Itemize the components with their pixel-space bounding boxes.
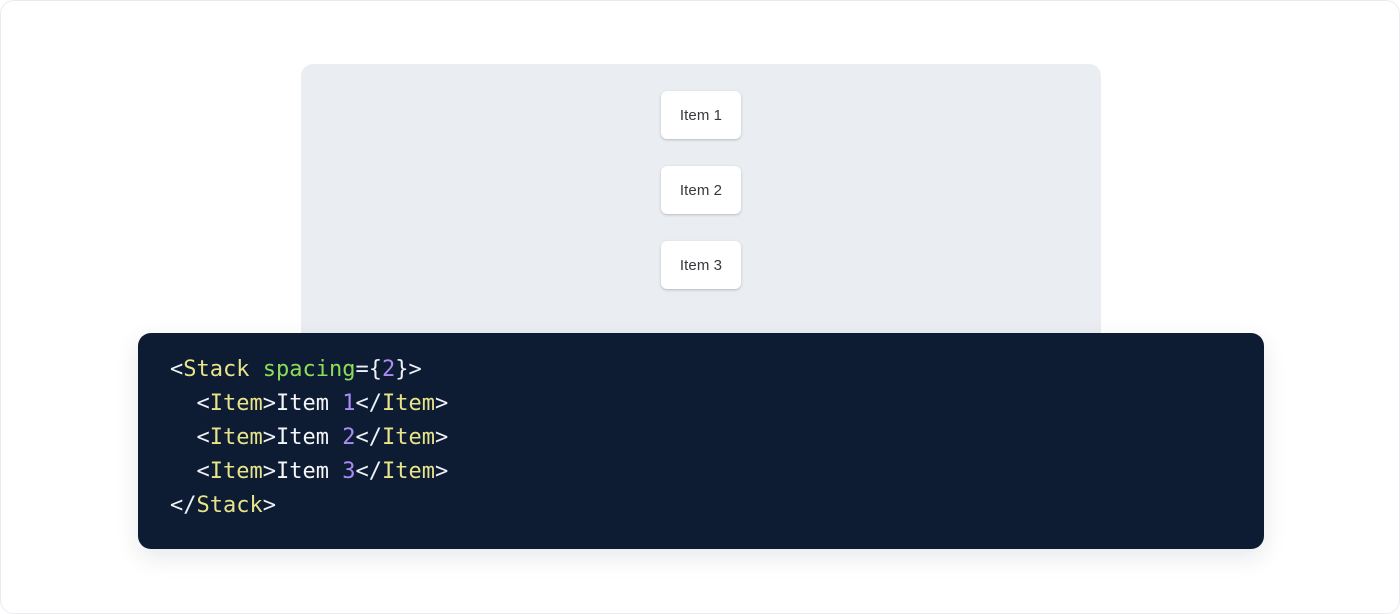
code-token-tag: Item (209, 459, 263, 484)
code-line: <Item>Item 1</Item> (170, 387, 1264, 421)
code-token-num: 3 (342, 459, 356, 484)
code-token-punct: < (196, 425, 210, 450)
code-token-tag: Item (209, 391, 263, 416)
code-token-punct: ={ (355, 357, 382, 382)
code-token-punct: > (262, 391, 276, 416)
code-token-punct: < (196, 459, 210, 484)
code-token-text: Item (275, 391, 343, 416)
code-line: <Item>Item 2</Item> (170, 421, 1264, 455)
code-token-punct: > (262, 425, 276, 450)
code-token-tag: Item (381, 391, 435, 416)
code-indent (170, 425, 197, 450)
code-token-num: 2 (342, 425, 356, 450)
code-token-tag: Item (381, 425, 435, 450)
code-token-text: Item (275, 459, 343, 484)
code-token-punct: < (170, 357, 184, 382)
code-line: <Item>Item 3</Item> (170, 455, 1264, 489)
code-indent (170, 459, 197, 484)
code-token-tag: Item (209, 425, 263, 450)
code-token-text: Item (275, 425, 343, 450)
stack-container: Item 1 Item 2 Item 3 (661, 91, 741, 289)
code-token-punct: > (262, 459, 276, 484)
code-token-punct: > (434, 459, 449, 484)
code-token-punct: </ (170, 493, 197, 518)
stack-item-label: Item 2 (679, 181, 723, 199)
code-token-punct: </ (355, 391, 382, 416)
code-token-tag: Item (381, 459, 435, 484)
code-token-attr: spacing (262, 357, 356, 382)
code-token-num: 1 (342, 391, 356, 416)
code-token-punct: > (434, 425, 449, 450)
code-token-num: 2 (381, 357, 396, 382)
stack-item-label: Item 3 (679, 256, 723, 274)
code-token-punct (249, 357, 262, 382)
code-snippet-block: <Stack spacing={2}> <Item>Item 1</Item> … (138, 333, 1264, 549)
code-token-punct: > (262, 493, 276, 518)
code-line: <Stack spacing={2}> (170, 353, 1264, 387)
code-token-punct: }> (395, 357, 422, 382)
code-token-punct: < (196, 391, 210, 416)
code-snippet-text: <Stack spacing={2}> <Item>Item 1</Item> … (170, 353, 1264, 523)
code-token-tag: Stack (196, 493, 263, 518)
stack-item[interactable]: Item 1 (661, 91, 741, 139)
code-indent (170, 391, 197, 416)
code-token-punct: </ (355, 425, 382, 450)
stack-item[interactable]: Item 3 (661, 241, 741, 289)
code-token-punct: </ (355, 459, 382, 484)
stack-preview-panel: Item 1 Item 2 Item 3 (301, 64, 1101, 354)
code-token-tag: Stack (183, 357, 250, 382)
stack-item[interactable]: Item 2 (661, 166, 741, 214)
stack-item-label: Item 1 (679, 106, 723, 124)
code-token-punct: > (434, 391, 449, 416)
code-line: </Stack> (170, 489, 1264, 523)
